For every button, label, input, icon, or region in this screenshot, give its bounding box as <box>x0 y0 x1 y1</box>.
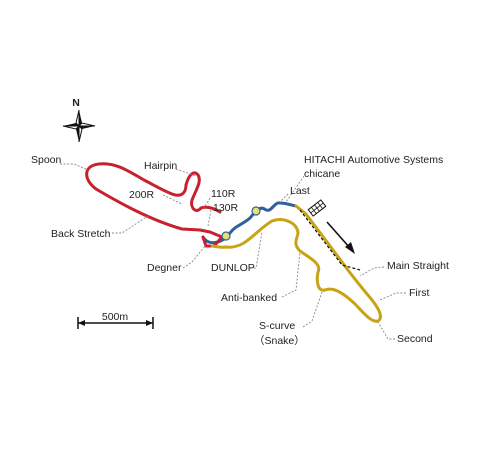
compass-rose-icon <box>62 109 96 143</box>
scale-label: 500m <box>102 311 129 323</box>
label-last: Last <box>290 185 310 197</box>
leader-anti-banked <box>281 251 301 298</box>
scale-bar: 500m <box>77 311 154 329</box>
pit-lane <box>299 209 361 271</box>
marker-130r <box>251 206 261 216</box>
leader-degner <box>182 244 207 269</box>
leader-spoon <box>60 163 89 171</box>
label-110r: 110R <box>211 188 236 200</box>
leader-hitachi <box>285 175 305 203</box>
label-hitachi-line1: HITACHI Automotive Systems <box>304 154 443 166</box>
label-s-curve-line1: S-curve <box>259 320 295 332</box>
label-anti-banked: Anti-banked <box>221 292 277 304</box>
compass: N <box>62 97 96 143</box>
label-spoon: Spoon <box>31 154 62 166</box>
grandstand-icon <box>307 199 327 217</box>
leader-second <box>377 321 395 340</box>
label-130r: 130R <box>213 202 239 214</box>
label-main-straight: Main Straight <box>387 260 449 272</box>
label-second: Second <box>397 333 433 345</box>
leader-dunlop <box>250 231 263 269</box>
label-first: First <box>409 287 429 299</box>
direction-arrow-icon <box>326 221 355 254</box>
leader-first <box>379 292 406 301</box>
label-degner: Degner <box>147 262 182 274</box>
label-hitachi-line2: chicane <box>304 168 340 180</box>
label-s-curve-line2: （Snake） <box>254 335 305 347</box>
leader-main-straight <box>359 266 385 277</box>
leader-last <box>279 193 289 203</box>
track-sector-west <box>85 162 224 248</box>
label-200r: 200R <box>129 189 155 201</box>
label-dunlop: DUNLOP <box>211 262 255 274</box>
marker-degner-dunlop <box>221 231 231 241</box>
label-hairpin: Hairpin <box>144 160 177 172</box>
leader-s-curve <box>302 291 323 328</box>
north-label: N <box>72 97 80 109</box>
label-back-stretch: Back Stretch <box>51 228 111 240</box>
leader-110r <box>203 197 211 209</box>
leader-130r <box>207 209 212 227</box>
track-sector-east <box>210 204 382 323</box>
leader-back-stretch <box>112 215 149 234</box>
